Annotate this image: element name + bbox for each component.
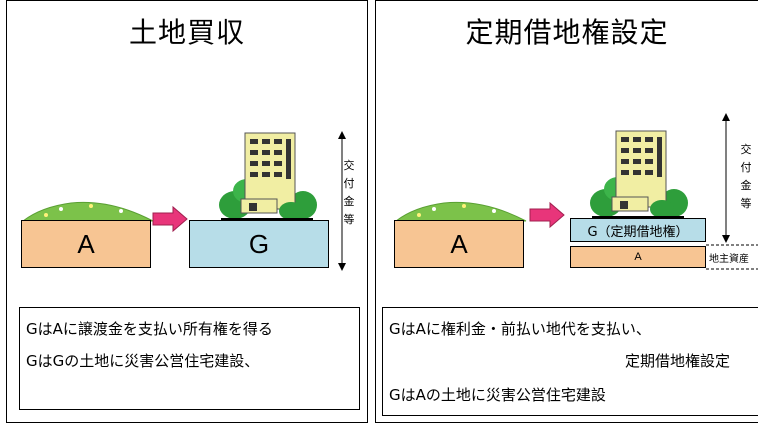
panel-land-purchase: 土地買収 A G 交 付 金 等 [6,0,368,423]
description-line: GはAの土地に災害公営住宅建設 [389,386,606,404]
leasehold-block-g: G（定期借地権） [570,218,706,242]
description-line: GはAに譲渡金を支払い所有権を得る [26,320,273,338]
description-box: GはAに譲渡金を支払い所有権を得る GはGの土地に災害公営住宅建設、 [19,307,360,410]
apartment-building-icon [219,132,317,220]
land-block-a-base: A [570,246,706,268]
owner-asset-label: 地主資産 [709,254,749,265]
dashed-guide [706,244,758,270]
double-arrow-icon [338,131,346,271]
grass-mound-icon [394,201,527,222]
grant-label: 交 付 金 等 [343,159,355,226]
description-box: GはAに権利金・前払い地代を支払い、 定期借地権設定 GはAの土地に災害公営住宅… [382,307,758,416]
panel-title: 定期借地権設定 [465,16,669,49]
panel-fixed-term-leasehold: 定期借地権設定 A G（定期借地権） A 地主資産 [375,0,758,423]
apartment-building-icon [590,130,688,218]
land-block-a: A [394,220,524,268]
grant-label: 交 付 金 等 [740,143,752,210]
land-block-a: A [21,220,151,268]
description-line: 定期借地権設定 [625,352,731,370]
grass-mound-icon [21,201,154,222]
land-block-g: G [189,220,329,268]
double-arrow-icon [722,113,730,243]
arrow-right-icon [152,205,188,233]
description-line: GはGの土地に災害公営住宅建設、 [26,352,260,370]
description-line: GはAに権利金・前払い地代を支払い、 [389,320,651,338]
arrow-right-icon [529,201,565,229]
panel-title: 土地買収 [128,16,245,49]
